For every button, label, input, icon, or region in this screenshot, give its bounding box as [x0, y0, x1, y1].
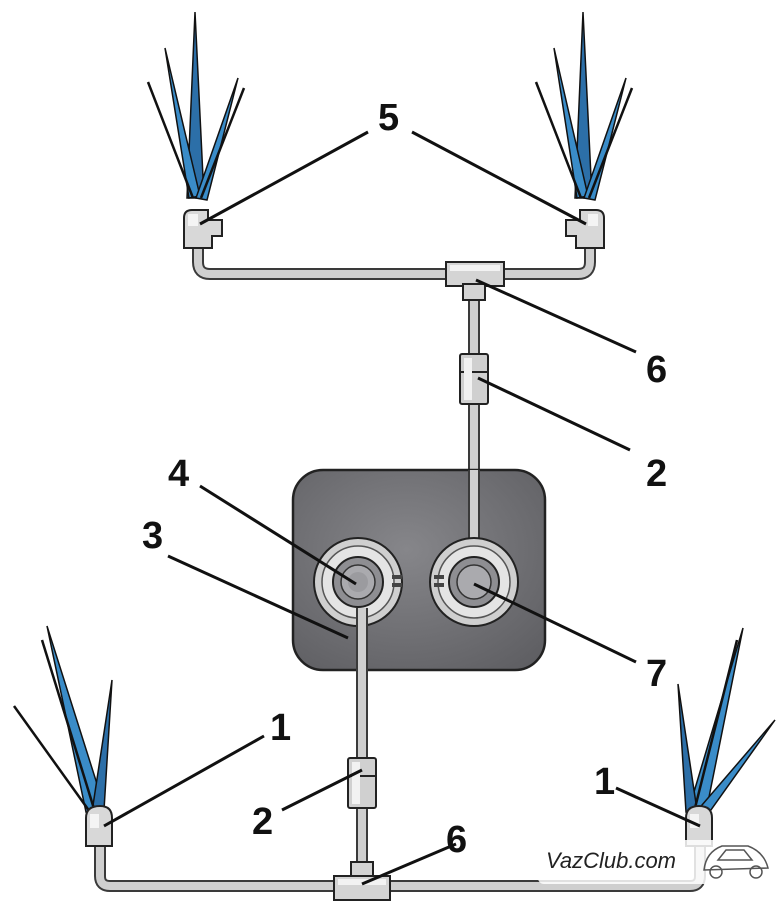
callout-2-lower: 2: [252, 801, 273, 843]
car-logo-icon: [703, 845, 769, 879]
spray-fan-upper-left: [146, 11, 246, 201]
watermark-text: VazClub.com: [546, 848, 676, 873]
spray-fan-lower-left: [12, 625, 113, 813]
leader-lines: [103, 130, 701, 886]
callout-3: 3: [142, 515, 163, 557]
callout-1-left: 1: [270, 707, 291, 749]
nozzle-lower-left: [85, 804, 113, 847]
pump-outlet-front: [313, 537, 403, 627]
callout-4: 4: [168, 453, 189, 495]
callout-6-upper: 6: [646, 349, 667, 391]
callout-5: 5: [378, 97, 399, 139]
check-valve-lower: [347, 757, 377, 809]
spray-fan-lower-right: [677, 627, 776, 815]
watermark: VazClub.com: [538, 840, 780, 884]
nozzle-upper-left: [183, 209, 223, 249]
callout-6-lower: 6: [446, 819, 467, 861]
pump-outlet-rear: [429, 537, 519, 627]
check-valve-upper: [459, 353, 489, 405]
callout-7: 7: [646, 653, 667, 695]
spray-fan-upper-right: [534, 11, 634, 201]
callout-2-upper: 2: [646, 453, 667, 495]
callout-1-right: 1: [594, 761, 615, 803]
tee-connector-lower: [333, 861, 391, 901]
nozzle-upper-right: [565, 209, 605, 249]
tee-connector-upper: [445, 261, 505, 301]
